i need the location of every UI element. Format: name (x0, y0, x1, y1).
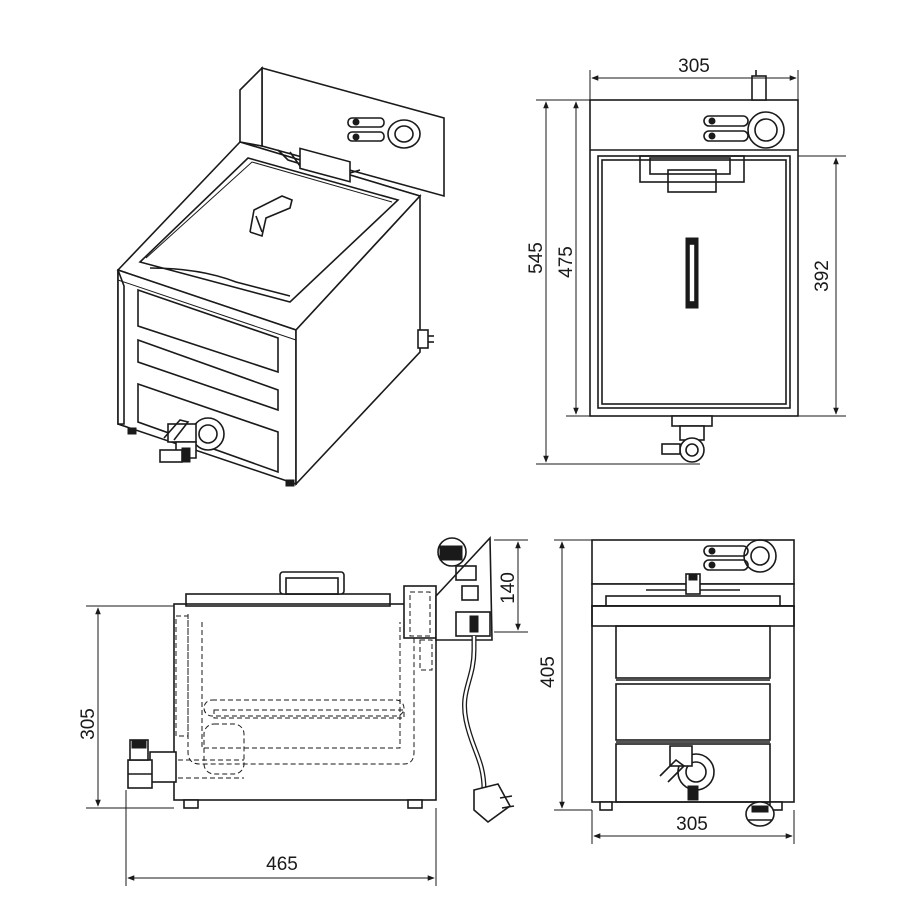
thermostat-knob (387, 119, 421, 149)
dim-side-width: 465 (266, 854, 298, 875)
dim-front-width: 305 (676, 814, 708, 835)
drain-valve-icon (127, 739, 177, 789)
knob-icon (747, 111, 785, 149)
drain-valve-icon (661, 415, 713, 463)
drain-valve-icon (659, 745, 715, 801)
power-plug-icon (745, 801, 775, 827)
dim-front-height: 405 (538, 656, 559, 688)
front-view: 405 305 (538, 539, 795, 844)
dim-side-height: 305 (78, 708, 99, 740)
dim-top-tank: 392 (812, 260, 833, 292)
isometric-view (116, 66, 445, 487)
dim-top-height-outer: 545 (526, 242, 547, 274)
side-view: 305 465 140 (78, 536, 528, 886)
drain-valve-icon (159, 417, 225, 463)
dim-side-control: 140 (498, 572, 519, 604)
top-view: 305 545 475 392 (526, 56, 846, 465)
knob-icon (743, 539, 777, 573)
dim-top-width: 305 (678, 56, 710, 77)
dim-top-height-inner: 475 (556, 246, 577, 278)
power-plug-icon (473, 783, 515, 824)
